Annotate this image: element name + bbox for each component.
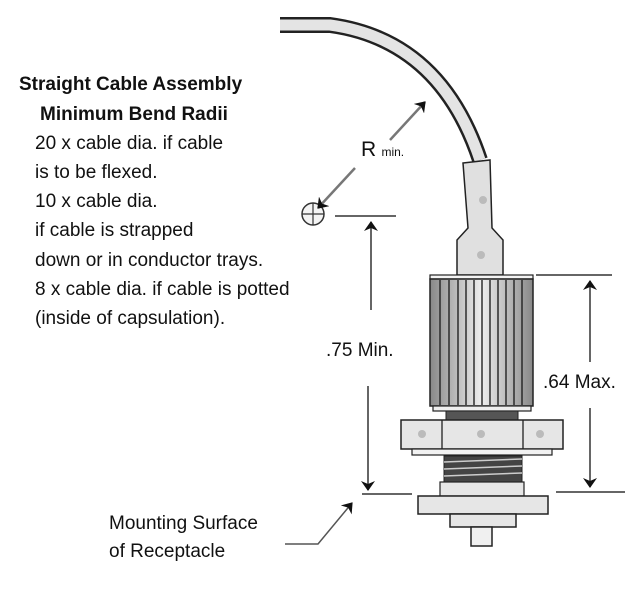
receptacle-flange (417, 495, 549, 547)
title-line-2: Minimum Bend Radii (40, 104, 228, 125)
rule-line: 8 x cable dia. if cable is potted (35, 279, 290, 300)
rule-line: down or in conductor trays. (35, 250, 264, 271)
rule-line: if cable is strapped (35, 220, 194, 241)
radius-label: R min. (361, 138, 404, 162)
rule-line: is to be flexed. (35, 162, 158, 183)
rule-line: 20 x cable dia. if cable (35, 133, 224, 154)
radius-label-main: R (361, 138, 377, 161)
radius-arrows (317, 101, 426, 209)
mounting-surface-label-1: Mounting Surface (109, 513, 258, 534)
title-line-1: Straight Cable Assembly (19, 74, 243, 95)
max-height-label: .64 Max. (543, 372, 616, 393)
cable-boot (456, 159, 504, 276)
threaded-body (439, 455, 525, 497)
rule-line: (inside of capsulation). (35, 308, 226, 329)
rule-line: 10 x cable dia. (35, 191, 158, 212)
mounting-surface-label-2: of Receptacle (109, 541, 226, 562)
radius-label-sub: min. (381, 145, 405, 159)
mounting-surface-leader (285, 502, 353, 545)
cable (280, 17, 488, 163)
knurled-coupling-nut (429, 274, 534, 421)
max-height-dimension (536, 274, 625, 493)
min-height-dimension (335, 215, 412, 495)
min-height-label: .75 Min. (326, 340, 394, 361)
hex-nut (400, 419, 564, 456)
